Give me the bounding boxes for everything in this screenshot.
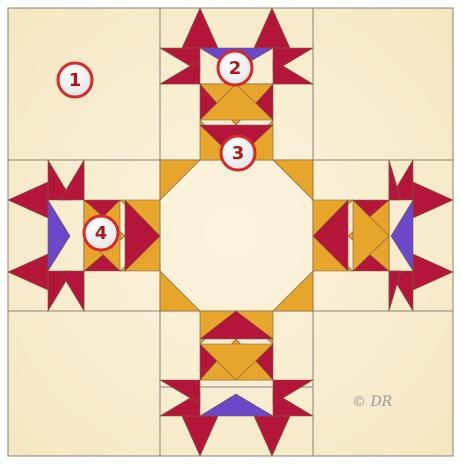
marker-3-label: 3 [232,143,245,164]
marker-4[interactable]: 4 [84,216,118,250]
marker-3[interactable]: 3 [221,136,255,170]
marker-4-label: 4 [95,223,108,244]
marker-2[interactable]: 2 [218,51,252,85]
signature: © DR [352,394,393,410]
marker-2-label: 2 [229,58,242,79]
marker-1[interactable]: 1 [58,63,92,97]
marker-1-label: 1 [69,70,82,91]
